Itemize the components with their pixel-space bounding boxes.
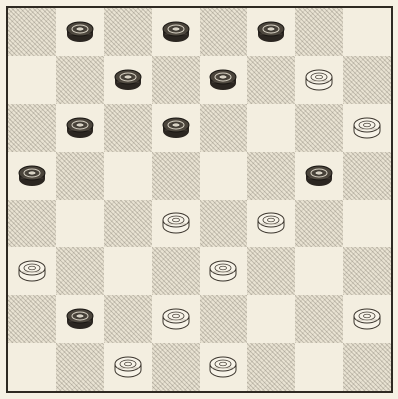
black-checker-piece[interactable] xyxy=(113,68,143,92)
board-square[interactable] xyxy=(200,8,248,56)
board-square[interactable] xyxy=(295,8,343,56)
board-square[interactable] xyxy=(247,247,295,295)
board-square[interactable] xyxy=(343,343,391,391)
board-square[interactable] xyxy=(295,200,343,248)
white-checker-piece[interactable] xyxy=(208,259,238,283)
white-checker-piece[interactable] xyxy=(161,307,191,331)
board-square[interactable] xyxy=(8,200,56,248)
black-checker-piece[interactable] xyxy=(65,116,95,140)
board-square[interactable] xyxy=(152,152,200,200)
board-square[interactable] xyxy=(247,152,295,200)
board-square[interactable] xyxy=(247,343,295,391)
board-square[interactable] xyxy=(8,104,56,152)
white-checker-piece[interactable] xyxy=(208,355,238,379)
board-square[interactable] xyxy=(56,247,104,295)
board-square[interactable] xyxy=(247,56,295,104)
board-square[interactable] xyxy=(200,295,248,343)
board-square[interactable] xyxy=(104,8,152,56)
board-square[interactable] xyxy=(8,8,56,56)
white-checker-piece[interactable] xyxy=(352,116,382,140)
board-square[interactable] xyxy=(152,343,200,391)
board-square[interactable] xyxy=(295,295,343,343)
board-square[interactable] xyxy=(343,152,391,200)
board-square[interactable] xyxy=(152,247,200,295)
board-square[interactable] xyxy=(200,104,248,152)
black-checker-piece[interactable] xyxy=(161,116,191,140)
white-checker-piece[interactable] xyxy=(17,259,47,283)
board-square[interactable] xyxy=(200,152,248,200)
black-checker-piece[interactable] xyxy=(208,68,238,92)
board-square[interactable] xyxy=(295,247,343,295)
board-square[interactable] xyxy=(247,295,295,343)
board-square[interactable] xyxy=(295,104,343,152)
black-checker-piece[interactable] xyxy=(17,164,47,188)
board-square[interactable] xyxy=(56,200,104,248)
white-checker-piece[interactable] xyxy=(352,307,382,331)
white-checker-piece[interactable] xyxy=(256,211,286,235)
board-square[interactable] xyxy=(56,343,104,391)
board-square[interactable] xyxy=(104,152,152,200)
board-square[interactable] xyxy=(247,104,295,152)
white-checker-piece[interactable] xyxy=(161,211,191,235)
board-square[interactable] xyxy=(104,295,152,343)
board-square[interactable] xyxy=(8,343,56,391)
board-square[interactable] xyxy=(8,56,56,104)
board-square[interactable] xyxy=(295,343,343,391)
board-square[interactable] xyxy=(56,56,104,104)
board-square[interactable] xyxy=(104,200,152,248)
board-square[interactable] xyxy=(343,8,391,56)
board-square[interactable] xyxy=(343,200,391,248)
black-checker-piece[interactable] xyxy=(256,20,286,44)
board-square[interactable] xyxy=(8,295,56,343)
black-checker-piece[interactable] xyxy=(65,307,95,331)
board-square[interactable] xyxy=(200,200,248,248)
checkers-board xyxy=(6,6,393,393)
board-square[interactable] xyxy=(56,152,104,200)
board-square[interactable] xyxy=(343,247,391,295)
white-checker-piece[interactable] xyxy=(304,68,334,92)
black-checker-piece[interactable] xyxy=(304,164,334,188)
checkers-board-container xyxy=(6,6,393,393)
board-square[interactable] xyxy=(104,247,152,295)
black-checker-piece[interactable] xyxy=(65,20,95,44)
board-square[interactable] xyxy=(343,56,391,104)
board-square[interactable] xyxy=(104,104,152,152)
black-checker-piece[interactable] xyxy=(161,20,191,44)
board-square[interactable] xyxy=(152,56,200,104)
white-checker-piece[interactable] xyxy=(113,355,143,379)
